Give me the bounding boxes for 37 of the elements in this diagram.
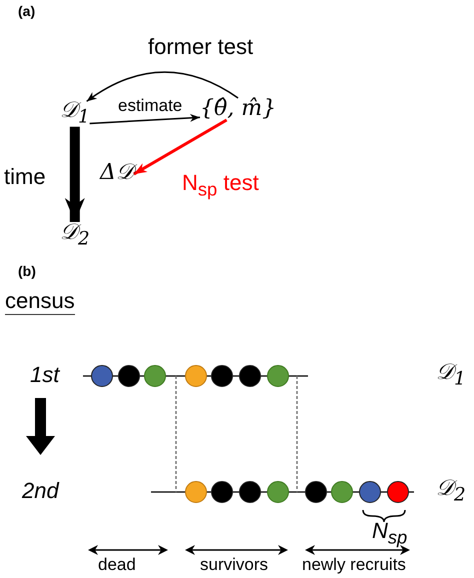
row-label: 1st [30,364,60,386]
panel-label: (b) [18,264,36,278]
curved-arrow [86,71,238,102]
dot-marker [185,481,207,503]
dot-marker [267,365,289,387]
row-label: 2nd [22,480,59,502]
dot-marker [211,481,233,503]
block-arrow [64,126,85,222]
math-symbol: N$_{sp}$ [372,520,408,547]
dimension-label: dead [98,556,136,573]
dot-marker [331,481,353,503]
dimension-label: survivors [200,556,268,573]
dot-marker [359,481,381,503]
edge-label: former test [148,36,254,58]
heading: census [5,290,75,315]
math-symbol: 𝒟$_{1}$ [60,100,90,127]
dot-marker [118,365,140,387]
arrow [90,114,200,124]
dimension-label: newly recruits [302,556,406,573]
edge-label: estimate [118,97,182,114]
math-symbol: 𝒟$_{2}$ [436,478,466,505]
dot-marker [144,365,166,387]
dot-marker [267,481,289,503]
dot-marker [239,481,261,503]
parameter-set: {θ̂, m̂} [200,98,276,120]
dot-marker [185,365,207,387]
edge-label: time [4,166,46,188]
dot-marker [387,481,409,503]
math-symbol: 𝒟$_{2}$ [60,222,90,249]
dot-marker [305,481,327,503]
dot-marker [211,365,233,387]
panel-label: (a) [18,4,36,18]
arrow [133,118,228,176]
edge-label: N$_{sp}$ test [182,172,259,199]
dot-marker [91,365,113,387]
dot-marker [239,365,261,387]
math-symbol: 𝒟$_{1}$ [436,362,466,389]
